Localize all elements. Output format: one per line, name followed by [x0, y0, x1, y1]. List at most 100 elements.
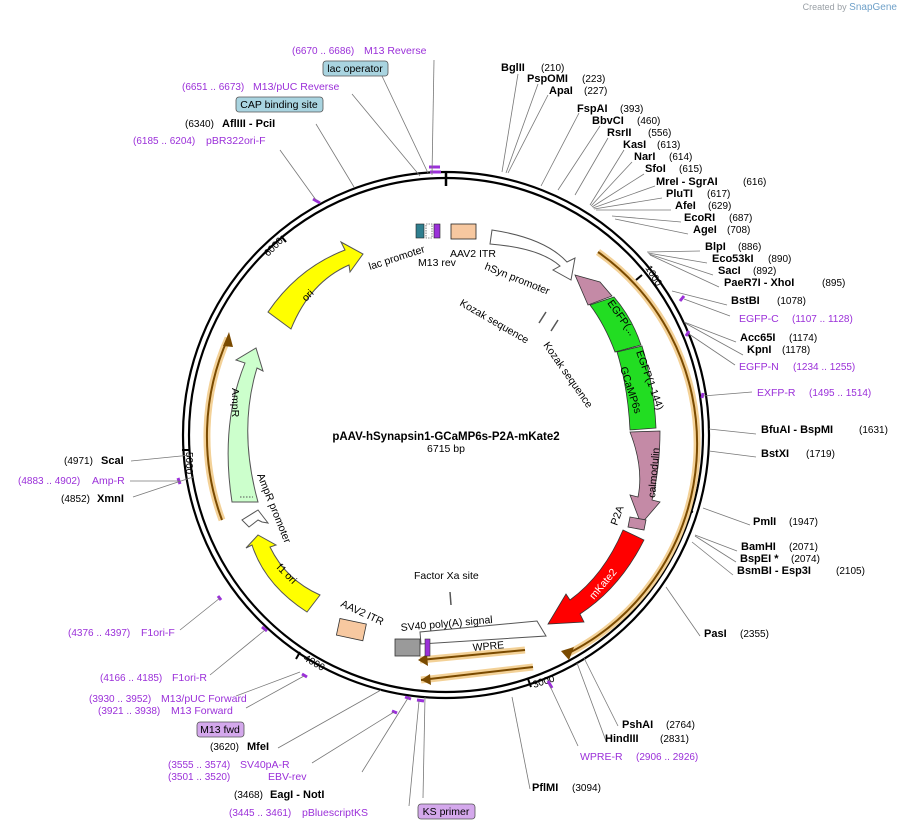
enz-bspei: BspEI * — [740, 553, 779, 565]
enz-xmni: XmnI — [97, 493, 124, 505]
enz-blpi: BlpI — [705, 241, 726, 253]
f1-ori-arrow — [245, 534, 321, 613]
plasmid-title: pAAV-hSynapsin1-GCaMP6s-P2A-mKate2 — [332, 431, 559, 443]
pos-ecori: (687) — [729, 213, 752, 224]
snapgene-brand: SnapGene — [849, 2, 897, 13]
label-factor-xa: Factor Xa site — [414, 570, 479, 582]
enz-hindiii: HindIII — [605, 733, 639, 745]
pos-bsmbi-esp3i: (2105) — [836, 566, 865, 577]
enz-sfoi: SfoI — [645, 163, 666, 175]
pos-afliii-pcii: (6340) — [185, 119, 214, 130]
primer-m13-reverse: M13 Reverse — [364, 45, 427, 57]
tick-5000: 5000 — [183, 452, 194, 475]
label-calmodulin: calmodulin — [646, 447, 662, 498]
pos-ebv-rev: (3501 .. 3520) — [168, 772, 230, 783]
box-lac-operator: lac operator — [327, 63, 383, 75]
ampr-arrow — [227, 347, 264, 503]
enz-pshai: PshAI — [622, 719, 653, 731]
enz-bfuai-bspmi: BfuAI - BspMI — [761, 424, 833, 436]
pos-blpi: (886) — [738, 242, 761, 253]
pos-hindiii: (2831) — [660, 734, 689, 745]
label-p2a: P2A — [609, 504, 627, 527]
pos-f1ori-r: (4166 .. 4185) — [100, 673, 162, 684]
pos-m13-forward: (3921 .. 3938) — [98, 706, 160, 717]
enz-pspomi: PspOMI — [527, 73, 568, 85]
enz-pmli: PmlI — [753, 516, 776, 528]
primer-m13-puc-reverse: M13/pUC Reverse — [253, 81, 340, 93]
primer-egfp-c: EGFP-C — [739, 313, 779, 325]
primer-m13-forward: M13 Forward — [171, 705, 233, 717]
calmodulin-arrow — [629, 430, 661, 525]
pos-pbluescriptks: (3445 .. 3461) — [229, 808, 291, 819]
pos-pshai: (2764) — [666, 720, 695, 731]
cap-site-feature — [415, 223, 425, 239]
hsyn-promoter-arrow — [489, 229, 576, 281]
enz-bsmbi-esp3i: BsmBI - Esp3I — [737, 565, 811, 577]
enz-kasi: KasI — [623, 139, 646, 151]
enz-bamhi: BamHI — [741, 541, 776, 553]
primer-m13-puc-forward: M13/pUC Forward — [161, 693, 247, 705]
pos-sfoi: (615) — [679, 164, 702, 175]
wpre-feature — [419, 620, 547, 645]
enz-bstxi: BstXI — [761, 448, 789, 460]
p2a-feature — [627, 516, 647, 531]
pos-fspai: (393) — [620, 104, 643, 115]
sv40-polya-feature — [394, 638, 421, 657]
primer-egfp-n: EGFP-N — [739, 361, 779, 373]
box-ks-primer: KS primer — [423, 806, 470, 818]
pos-pasi: (2355) — [740, 629, 769, 640]
enzyme-leaders — [130, 59, 757, 807]
pos-kpni: (1178) — [782, 345, 810, 356]
pos-bglii: (210) — [541, 63, 564, 74]
pos-bstbi: (1078) — [777, 296, 806, 307]
boxed-labels: lac operator CAP binding site M13 fwd KS… — [196, 60, 476, 820]
pos-pspomi: (223) — [582, 74, 605, 85]
pos-pbr322ori-f: (6185 .. 6204) — [133, 136, 195, 147]
enz-saci: SacI — [718, 265, 741, 277]
enz-acc65i: Acc65I — [740, 332, 775, 344]
enz-rsrii: RsrII — [607, 127, 631, 139]
m13-rev-feature — [433, 223, 441, 239]
pos-pflmi: (3094) — [572, 783, 601, 794]
enz-agei: AgeI — [693, 224, 717, 236]
enz-mrei-sgrai: MreI - SgrAI — [656, 176, 718, 188]
mkate2-arrow — [547, 529, 645, 625]
kozak-mark-1 — [538, 311, 547, 324]
box-cap-site: CAP binding site — [240, 99, 318, 111]
enzyme-labels: BglII (210) PspOMI (223) ApaI (227) FspA… — [61, 62, 888, 801]
pos-pmli: (1947) — [789, 517, 818, 528]
primer-sv40pa-r: SV40pA-R — [240, 759, 290, 771]
primer-ebv-rev: EBV-rev — [268, 771, 307, 783]
enz-fspai: FspAI — [577, 103, 608, 115]
pos-m13-puc-forward: (3930 .. 3952) — [89, 694, 151, 705]
orf-arcs — [203, 249, 701, 685]
pos-amp-r: (4883 .. 4902) — [18, 476, 80, 487]
pos-apai: (227) — [584, 86, 607, 97]
pos-eagi-noti: (3468) — [234, 790, 263, 801]
enz-bstbi: BstBI — [731, 295, 760, 307]
pos-rsrii: (556) — [648, 128, 671, 139]
aav2-itr-top-feature — [450, 223, 477, 240]
egfp-c-segment — [589, 296, 642, 353]
pos-kasi: (613) — [657, 140, 680, 151]
enz-nari: NarI — [634, 151, 655, 163]
enz-bbvci: BbvCI — [592, 115, 624, 127]
pos-eco53ki: (890) — [768, 254, 791, 265]
pos-bstxi: (1719) — [806, 449, 835, 460]
enz-paer7i-xhoi: PaeR7I - XhoI — [724, 277, 794, 289]
pos-saci: (892) — [753, 266, 776, 277]
pos-egfp-c: (1107 .. 1128) — [792, 314, 853, 325]
pos-egfp-n: (1234 .. 1255) — [793, 362, 855, 373]
pos-nari: (614) — [669, 152, 692, 163]
primer-pbluescriptks: pBluescriptKS — [302, 807, 368, 819]
label-hsyn-promoter: hSyn promoter — [483, 261, 552, 298]
enz-apai: ApaI — [549, 85, 573, 97]
primer-pbr322ori-f: pBR322ori-F — [206, 135, 266, 147]
pos-paer7i-xhoi: (895) — [822, 278, 845, 289]
pos-exfp-r: (1495 .. 1514) — [809, 388, 871, 399]
pos-bspei: (2074) — [791, 554, 820, 565]
pos-scai: (4971) — [64, 456, 93, 467]
label-m13-rev: M13 rev — [418, 257, 457, 269]
kozak-mark-2 — [550, 319, 559, 332]
enz-afei: AfeI — [675, 200, 696, 212]
